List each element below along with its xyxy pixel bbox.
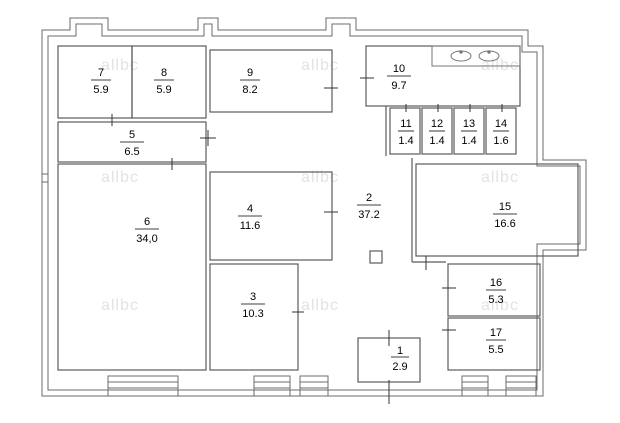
sink-counter — [431, 45, 521, 67]
room-17-area: 5.5 — [488, 344, 503, 356]
room-8-area: 5.9 — [156, 84, 171, 96]
room-5-number: 5 — [129, 129, 135, 141]
watermark: allbc — [101, 297, 139, 314]
outer-walls — [41, 17, 587, 397]
watermark: allbc — [101, 57, 139, 74]
room-5-area: 6.5 — [124, 146, 139, 158]
room-6-number: 6 — [144, 216, 150, 228]
room-14-area: 1.6 — [493, 135, 508, 147]
room-15-number: 15 — [499, 201, 511, 213]
door-marks — [111, 77, 503, 404]
room-4-number: 4 — [247, 203, 253, 215]
room-14-number: 14 — [495, 118, 507, 130]
room-16-area: 5.3 — [488, 294, 503, 306]
room-4-area: 11.6 — [240, 220, 261, 232]
watermark: allbc — [101, 169, 139, 186]
watermark: allbc — [301, 57, 339, 74]
windows — [107, 375, 537, 397]
room-1-number: 1 — [397, 345, 403, 357]
interior-walls — [57, 45, 579, 383]
room-7-number: 7 — [98, 67, 104, 79]
room-11-area: 1.4 — [398, 135, 413, 147]
watermark: allbc — [481, 169, 519, 186]
room-2-area: 37.2 — [358, 209, 379, 221]
room-9-number: 9 — [247, 67, 253, 79]
room-1-area: 2.9 — [392, 361, 407, 373]
room-9-area: 8.2 — [242, 84, 257, 96]
room-12-area: 1.4 — [429, 135, 444, 147]
room-2-number: 2 — [366, 192, 372, 204]
room-3-area: 10.3 — [242, 308, 263, 320]
room-12-number: 12 — [431, 118, 443, 130]
watermark: allbc — [301, 169, 339, 186]
watermark: allbc — [301, 297, 339, 314]
room-15-area: 16.6 — [494, 218, 515, 230]
room-16-number: 16 — [490, 277, 502, 289]
room-13-number: 13 — [463, 118, 475, 130]
room-labels: 1 2.9 2 37.2 3 10.3 4 11.6 5 6.5 6 34,0 … — [91, 63, 517, 373]
watermark: allbc — [481, 297, 519, 314]
room-3-number: 3 — [250, 291, 256, 303]
room-8-number: 8 — [161, 67, 167, 79]
room-17-number: 17 — [490, 327, 502, 339]
room-7-area: 5.9 — [93, 84, 108, 96]
room-13-area: 1.4 — [461, 135, 476, 147]
watermarks: allbc allbc allbc allbc allbc allbc allb… — [101, 57, 519, 314]
room-10-number: 10 — [393, 63, 405, 75]
room-11-number: 11 — [400, 118, 411, 130]
room-6-area: 34,0 — [136, 233, 157, 245]
room-10-area: 9.7 — [391, 80, 406, 92]
